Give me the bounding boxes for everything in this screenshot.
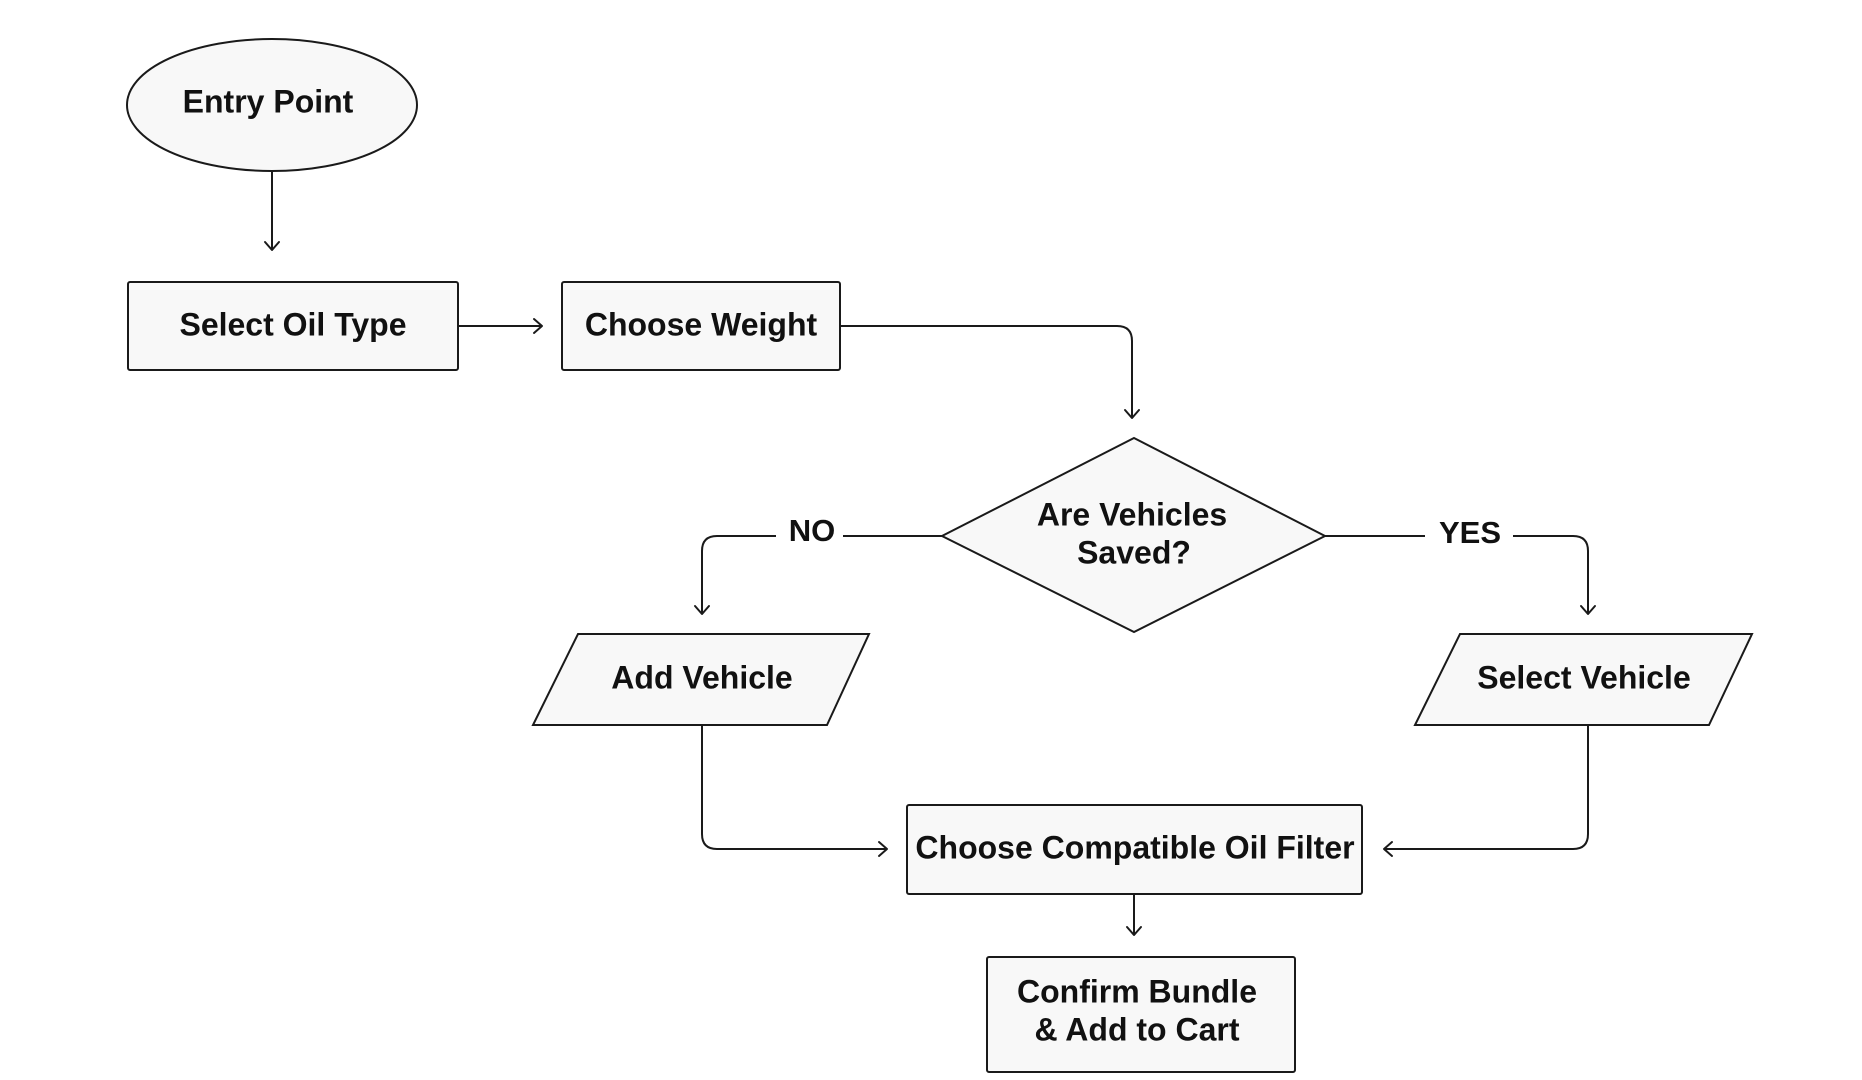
edge-select-vehicle-to-filter (1383, 725, 1589, 857)
node-confirm-bundle-line2: & Add to Cart (1034, 1011, 1239, 1047)
node-vehicles-saved-decision: Are Vehicles Saved? (939, 436, 1328, 634)
node-vehicles-saved-line1: Are Vehicles (1037, 496, 1227, 532)
node-add-vehicle: Add Vehicle (531, 633, 871, 726)
node-choose-weight-label: Choose Weight (585, 306, 818, 342)
node-add-vehicle-label: Add Vehicle (611, 659, 792, 695)
edge-entry-to-oil-type (264, 171, 280, 251)
node-choose-weight: Choose Weight (561, 281, 841, 371)
node-choose-compatible-oil-filter-label: Choose Compatible Oil Filter (915, 829, 1354, 865)
connectors (264, 171, 1596, 936)
edge-weight-to-decision (840, 325, 1140, 419)
edge-decision-to-select-vehicle (1325, 535, 1596, 615)
edge-oil-type-to-weight (458, 318, 543, 334)
edge-label-yes: YES (1439, 515, 1501, 550)
edge-add-vehicle-to-filter (701, 725, 888, 857)
node-select-vehicle: Select Vehicle (1413, 633, 1754, 726)
edge-filter-to-confirm (1126, 894, 1142, 936)
node-confirm-bundle-line1: Confirm Bundle (1017, 973, 1257, 1009)
node-entry-point-label: Entry Point (183, 83, 354, 119)
node-vehicles-saved-line2: Saved? (1077, 534, 1191, 570)
node-choose-compatible-oil-filter: Choose Compatible Oil Filter (906, 804, 1363, 895)
node-select-oil-type: Select Oil Type (127, 281, 459, 371)
edge-decision-to-add-vehicle (694, 535, 942, 615)
node-entry-point: Entry Point (126, 38, 418, 172)
node-select-vehicle-label: Select Vehicle (1477, 659, 1690, 695)
node-select-oil-type-label: Select Oil Type (179, 306, 406, 342)
node-confirm-bundle: Confirm Bundle & Add to Cart (986, 956, 1296, 1073)
edge-label-no: NO (789, 513, 836, 548)
